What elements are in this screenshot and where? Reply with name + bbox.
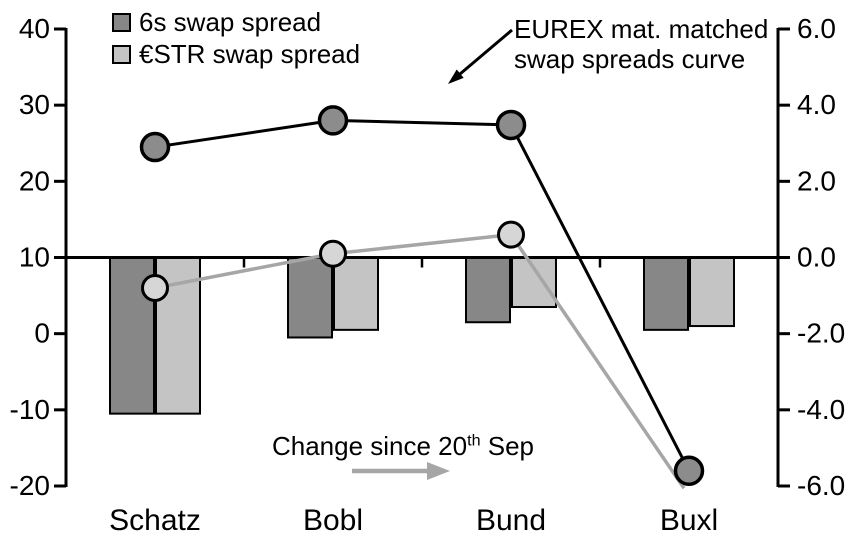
markers-6s bbox=[139, 105, 705, 487]
svg-text:20: 20 bbox=[19, 165, 50, 196]
svg-text:0: 0 bbox=[34, 318, 50, 349]
svg-text:10: 10 bbox=[19, 242, 50, 273]
svg-text:30: 30 bbox=[19, 89, 50, 120]
svg-text:4.0: 4.0 bbox=[797, 89, 836, 120]
left-axis: 40 30 20 10 0 -10 -20 bbox=[10, 13, 68, 501]
marker-6s-bund bbox=[495, 109, 527, 141]
change-since-note: Change since 20th Sep bbox=[268, 431, 538, 461]
x-label-bobl: Bobl bbox=[303, 504, 363, 537]
change-note-suffix: Sep bbox=[480, 431, 535, 461]
zero-line bbox=[66, 256, 778, 268]
annotation-line2: swap spreads curve bbox=[514, 44, 746, 74]
bar-6s-bobl bbox=[287, 256, 333, 339]
legend-item-estr: €STR swap spread bbox=[112, 39, 361, 69]
svg-text:-2.0: -2.0 bbox=[797, 318, 845, 349]
legend-label-estr: €STR swap spread bbox=[139, 39, 361, 69]
svg-text:6.0: 6.0 bbox=[797, 13, 836, 44]
bars-6s bbox=[109, 256, 689, 415]
x-label-buxl: Buxl bbox=[660, 504, 718, 537]
markers-estr bbox=[141, 220, 525, 302]
marker-estr-schatz bbox=[141, 273, 169, 302]
bar-estr-bobl bbox=[333, 256, 379, 331]
bars-estr bbox=[155, 256, 735, 415]
x-label-bund: Bund bbox=[476, 504, 546, 537]
annotation-arrow bbox=[448, 28, 513, 84]
annotation-eurex: EUREX mat. matched swap spreads curve bbox=[514, 14, 768, 74]
legend-label-6s: 6s swap spread bbox=[139, 7, 322, 37]
change-arrow bbox=[352, 462, 450, 480]
category-labels: Schatz Bobl Bund Buxl bbox=[109, 504, 718, 537]
bar-estr-bund bbox=[511, 256, 557, 309]
line-6s bbox=[154, 118, 691, 472]
right-axis: 6.0 4.0 2.0 0.0 -2.0 -4.0 -6.0 bbox=[776, 13, 845, 501]
x-label-schatz: Schatz bbox=[109, 504, 201, 537]
marker-6s-schatz bbox=[139, 131, 171, 163]
marker-estr-bobl bbox=[319, 239, 347, 268]
svg-text:-20: -20 bbox=[10, 470, 50, 501]
legend-swatch-estr-icon bbox=[112, 44, 131, 64]
change-note-prefix: Change since 20 bbox=[271, 431, 468, 461]
annotation-line1: EUREX mat. matched bbox=[514, 14, 769, 44]
svg-text:0.0: 0.0 bbox=[797, 242, 836, 273]
legend-item-6s: 6s swap spread bbox=[112, 7, 360, 37]
legend: 6s swap spread €STR swap spread bbox=[112, 7, 361, 69]
svg-text:-4.0: -4.0 bbox=[797, 394, 845, 425]
bar-6s-buxl bbox=[643, 256, 689, 331]
svg-text:-6.0: -6.0 bbox=[797, 470, 845, 501]
line-estr bbox=[154, 232, 686, 490]
legend-swatch-6s-icon bbox=[112, 12, 131, 32]
svg-text:-10: -10 bbox=[10, 394, 50, 425]
marker-6s-bobl bbox=[317, 105, 349, 136]
bar-6s-bund bbox=[465, 256, 511, 324]
bar-estr-buxl bbox=[689, 256, 735, 328]
svg-text:40: 40 bbox=[19, 13, 50, 44]
change-note-sup: th bbox=[467, 431, 481, 450]
marker-6s-buxl bbox=[673, 455, 705, 487]
marker-estr-bund bbox=[497, 220, 525, 249]
svg-text:2.0: 2.0 bbox=[797, 165, 836, 196]
